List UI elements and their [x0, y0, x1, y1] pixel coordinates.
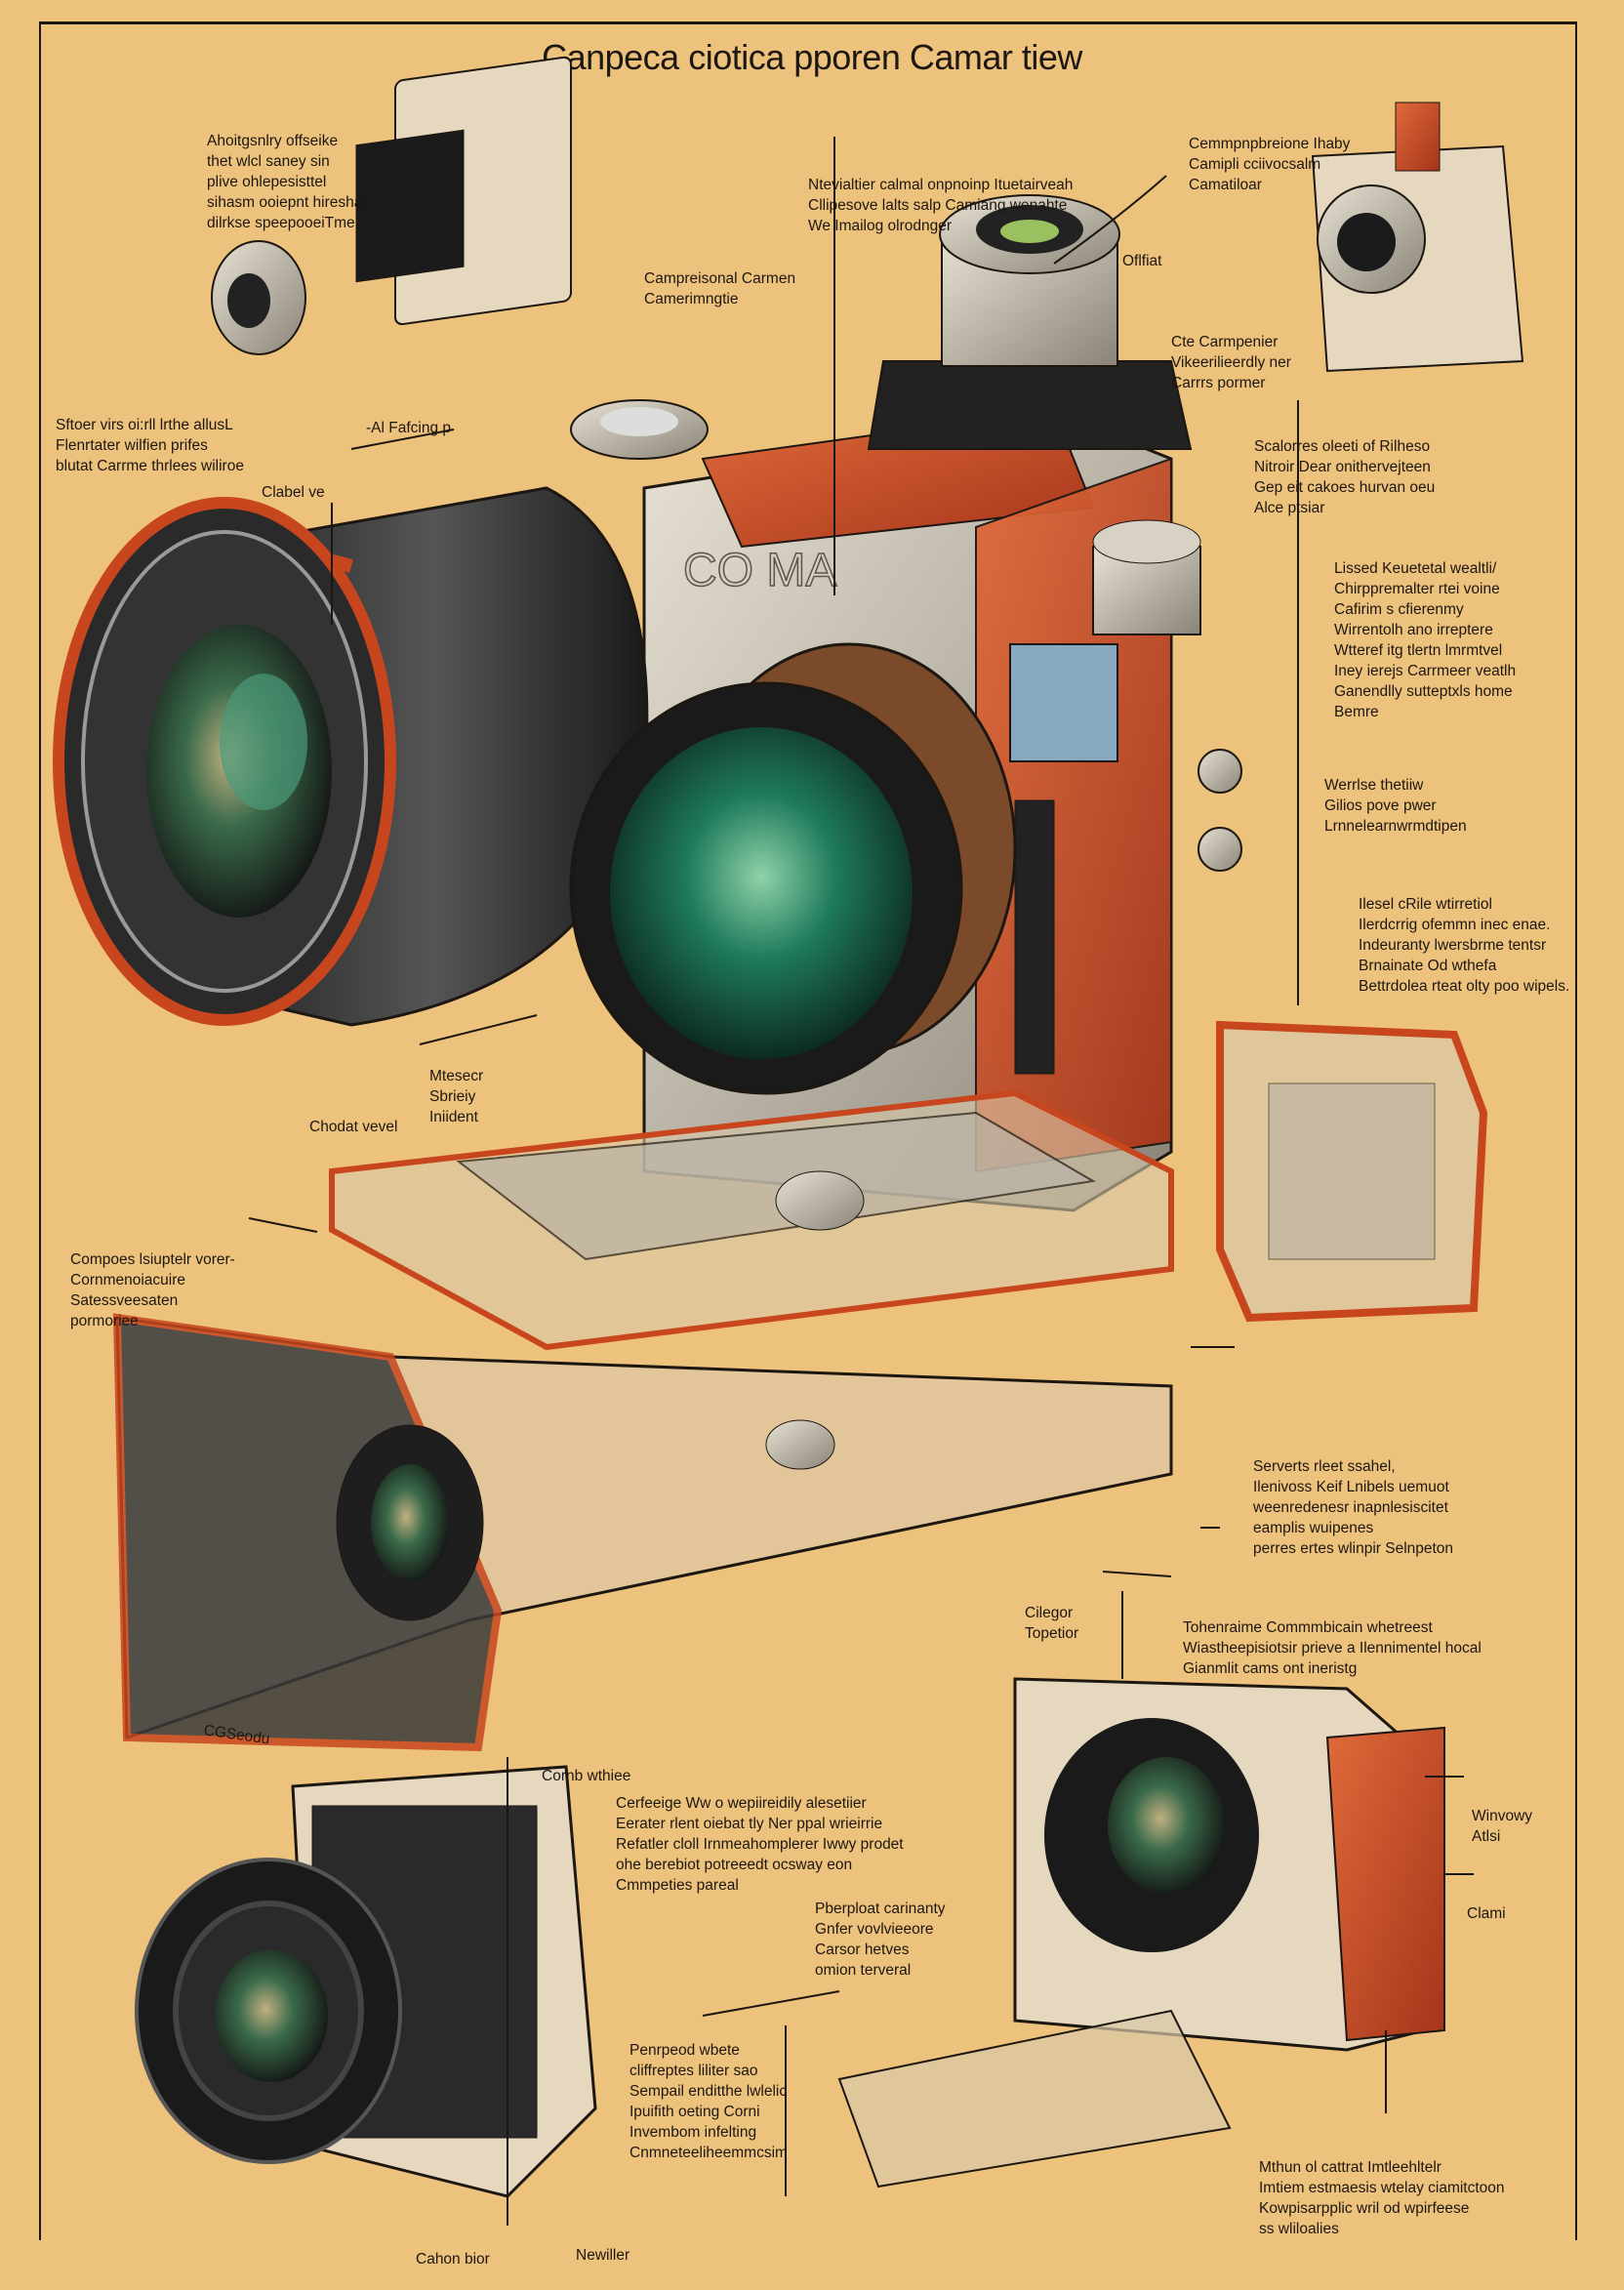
- right-long-note: Lissed Keuetetal wealtli/Chirppremalter …: [1334, 560, 1517, 720]
- cgseodu-label: CGSeodu: [202, 1722, 271, 1748]
- right-lower-note: Serverts rleet ssahel,Ilenivoss Keif Lni…: [1253, 1458, 1454, 1557]
- chassis-tray: [329, 1089, 1174, 1351]
- chodat-label: Chodat vevel: [309, 1119, 398, 1135]
- clabe-label: Clabel ve: [262, 484, 325, 501]
- poster-frame: [39, 21, 1577, 2240]
- battery-tray: [837, 2009, 1232, 2188]
- offiat-label: Oflfiat: [1122, 253, 1162, 269]
- svg-text:CO MA: CO MA: [683, 545, 836, 596]
- newiller-label: Newiller: [576, 2247, 630, 2264]
- clami-label: Clami: [1467, 1905, 1506, 1922]
- small-camera-module: [1311, 102, 1524, 373]
- leader-lines: [248, 137, 1474, 2226]
- top-center-note: Ntevialtier calmal onpnoinp Ituetairveah…: [808, 177, 1074, 234]
- bottom-right-camera-cutaway: [837, 1677, 1445, 2188]
- poster-title: Canpeca ciotica pporen Camar tiew: [542, 37, 1082, 77]
- side-module: [1216, 1020, 1488, 1323]
- large-telephoto-lens: [53, 486, 649, 1027]
- cahon-bior-label: Cahon bior: [416, 2251, 490, 2268]
- comb-label: Cornb wthiee: [542, 1768, 631, 1784]
- aircing-label: -Al Fafcing p: [366, 420, 452, 436]
- top-lens-barrel: [570, 194, 1201, 635]
- lower-left-body-shell: [112, 1313, 1173, 1752]
- viewfinder-module: [211, 56, 572, 355]
- front-lens-assembly: [569, 642, 1017, 1095]
- bottom-left-compact-camera: [135, 1765, 597, 2198]
